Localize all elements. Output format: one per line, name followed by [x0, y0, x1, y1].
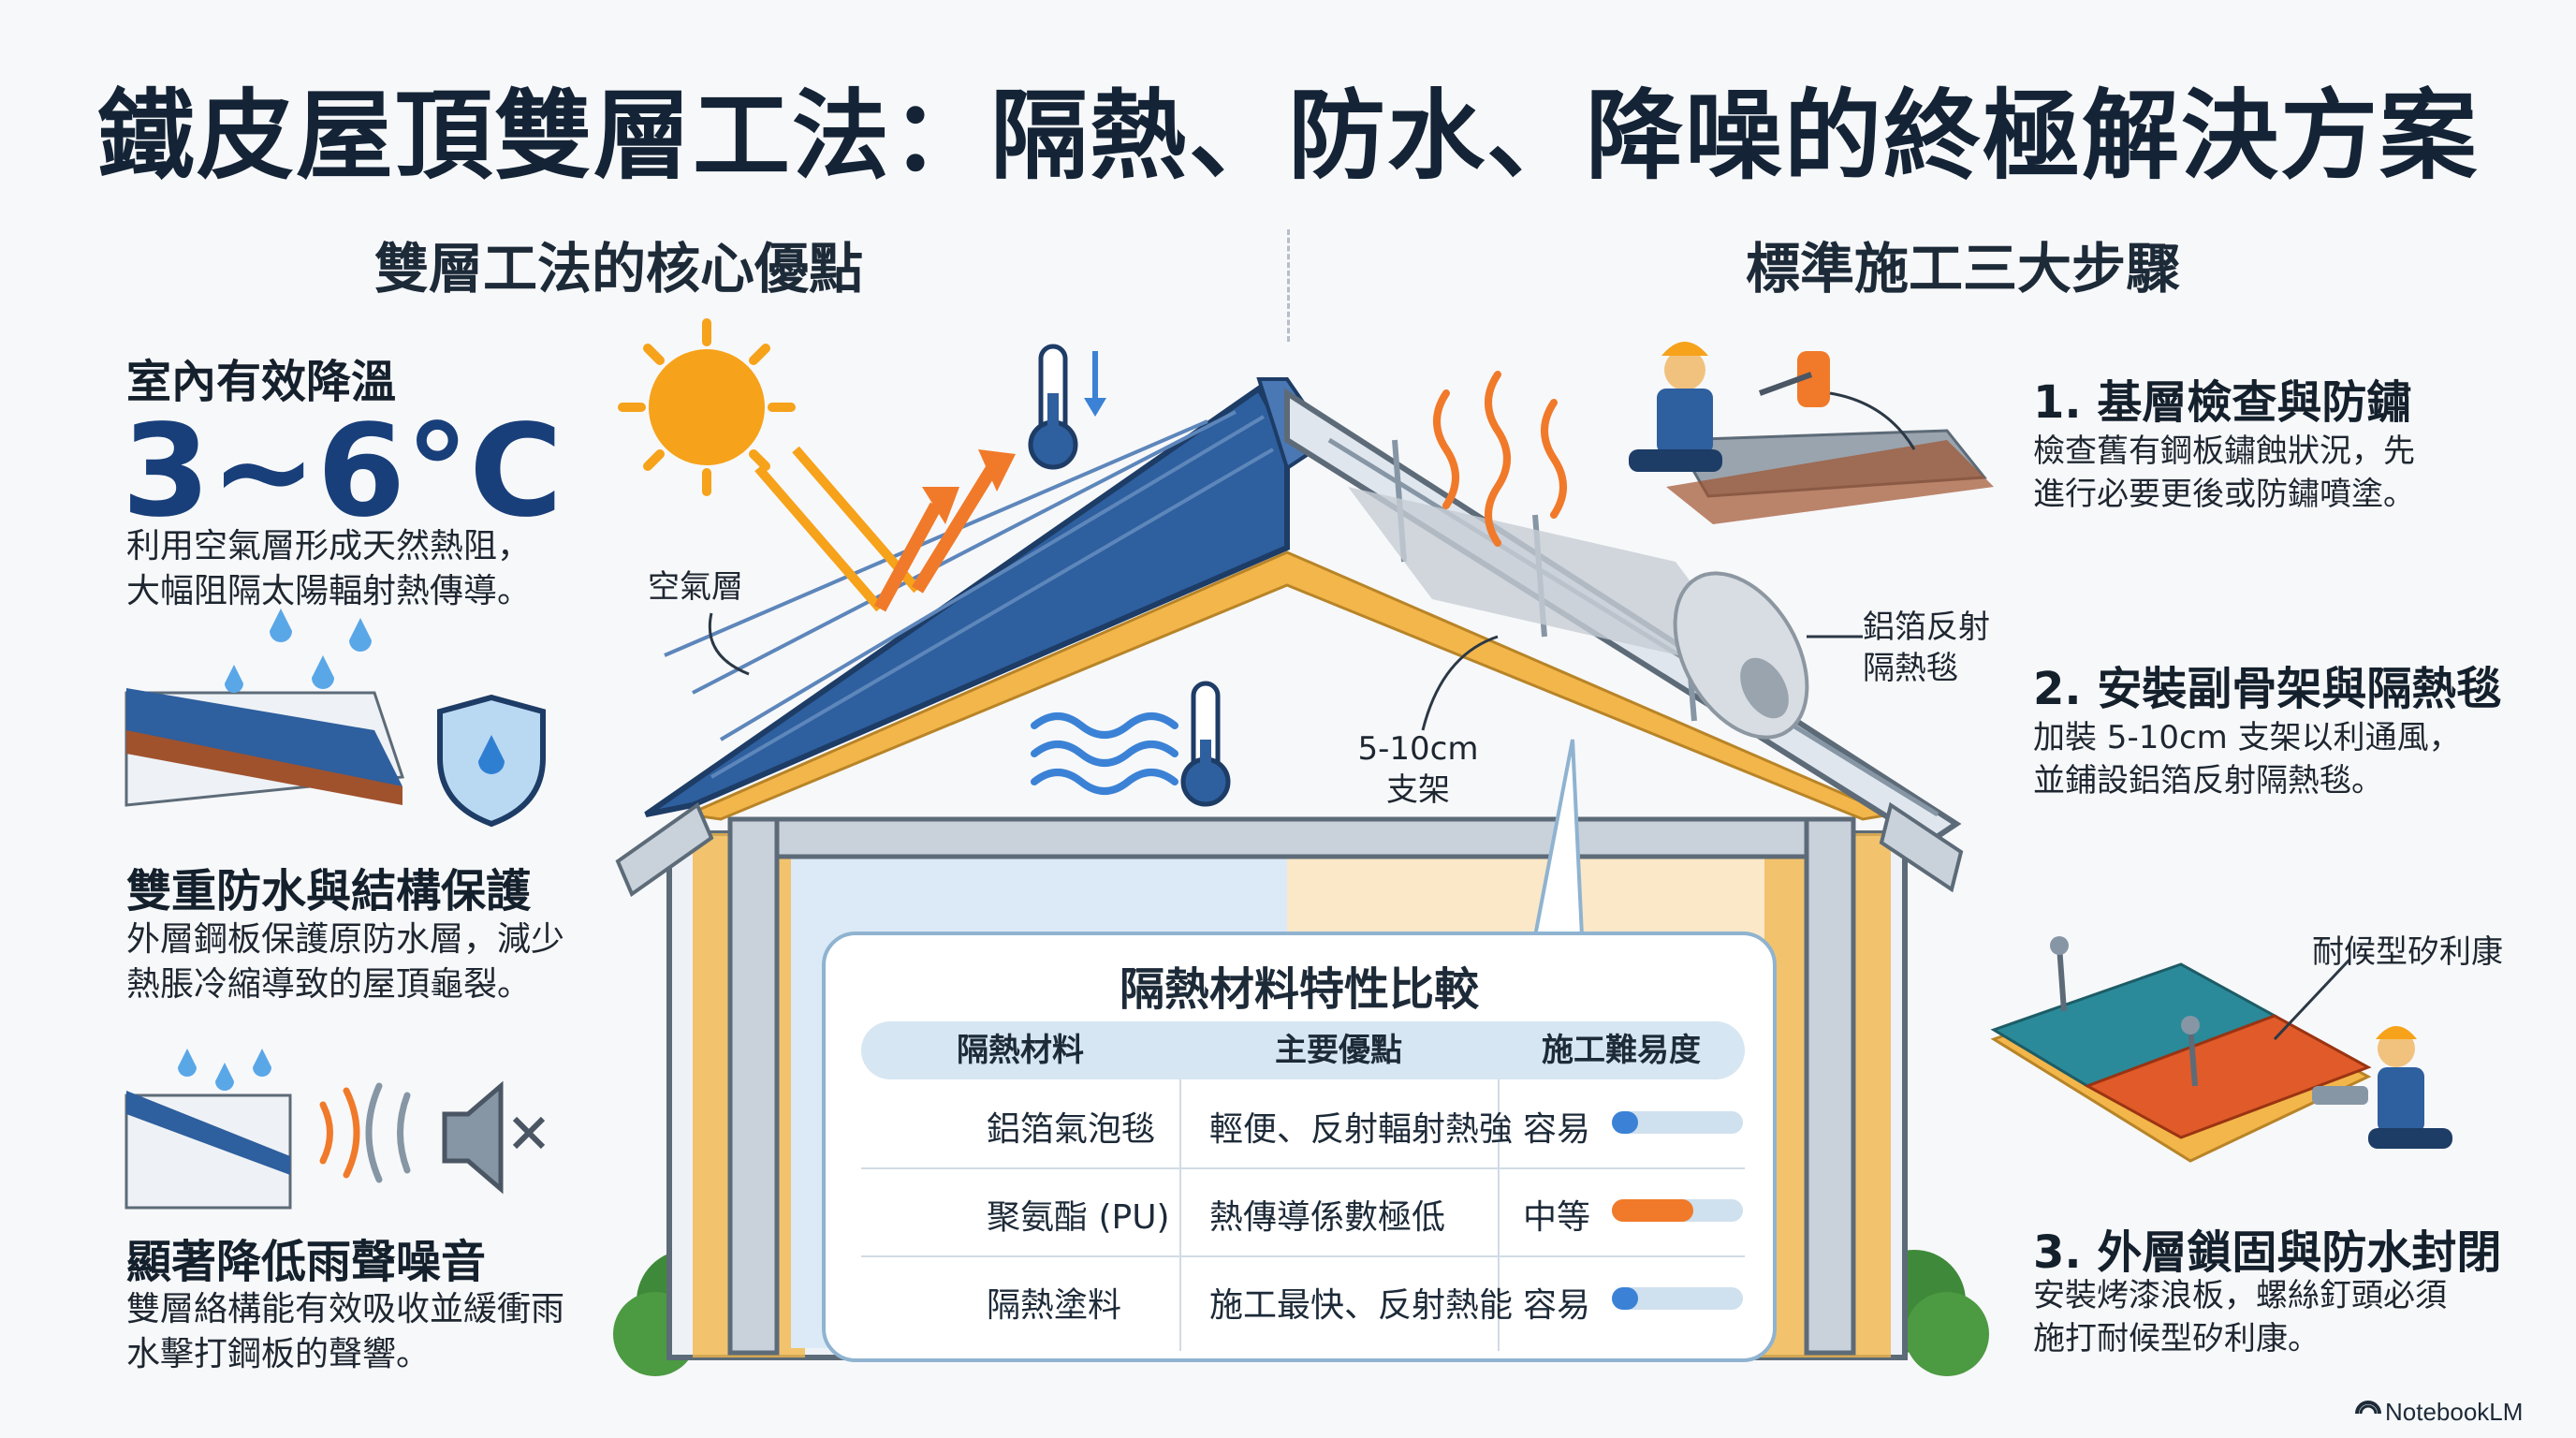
table-cell-advantage: 熱傳導係數極低 — [1209, 1198, 1446, 1237]
table-row-divider — [861, 1167, 1745, 1169]
table-header-material: 隔熱材料 — [957, 1032, 1084, 1069]
callout-silicone: 耐候型矽利康 — [2312, 933, 2503, 971]
advantage-desc-cooling-line1: 利用空氣層形成天然熱阻， — [126, 527, 532, 565]
callout-leader-lines — [708, 612, 1863, 731]
callout-foil-line2: 隔熱毯 — [1863, 650, 1958, 687]
temperature-drop-stat: 3~6°C — [122, 398, 564, 546]
table-header-advantage: 主要優點 — [1275, 1032, 1402, 1069]
advantage-desc-noise-line2: 水擊打鋼板的聲響。 — [126, 1335, 431, 1373]
step-2-title: 2. 安裝副骨架與隔熱毯 — [2033, 663, 2502, 715]
advantage-title-noise: 顯著降低雨聲噪音 — [126, 1236, 487, 1288]
callout-air-layer: 空氣層 — [648, 568, 743, 606]
speaker-muted-icon — [442, 1080, 546, 1195]
step-2-desc-line1: 加裝 5-10cm 支架以利通風， — [2033, 719, 2461, 756]
thermometer-down-icon — [1028, 344, 1106, 470]
difficulty-bar-fill — [1612, 1199, 1693, 1222]
table-cell-difficulty: 容易 — [1523, 1286, 1591, 1325]
callout-bracket-label: 支架 — [1386, 771, 1450, 809]
advantage-desc-waterproof-line2: 熱脹冷縮導致的屋頂龜裂。 — [126, 965, 532, 1004]
step-1-desc-line2: 進行必要更後或防鏽噴塗。 — [2033, 476, 2415, 513]
table-column-divider — [1498, 1079, 1500, 1351]
step-3-title: 3. 外層鎖固與防水封閉 — [2033, 1226, 2502, 1279]
table-cell-material: 聚氨酯 (PU) — [987, 1198, 1170, 1237]
advantage-title-cooling: 室內有效降溫 — [126, 356, 397, 408]
aluminum-foil-roll — [1348, 487, 1809, 740]
table-title: 隔熱材料特性比較 — [1119, 963, 1479, 1016]
water-shield-icon — [437, 694, 546, 828]
cool-air-waves-icon — [1031, 712, 1178, 795]
table-column-divider — [1179, 1079, 1181, 1351]
callout-bracket-size: 5-10cm — [1357, 730, 1479, 768]
brand-label: NotebookLM — [2385, 1398, 2524, 1426]
sound-waves-icon — [319, 1082, 411, 1183]
table-cell-difficulty: 容易 — [1523, 1110, 1591, 1149]
step-1-title: 1. 基層檢查與防鏽 — [2033, 376, 2412, 429]
material-comparison-table: 隔熱材料特性比較 隔熱材料 主要優點 施工難易度 鋁箔氣泡毯 輕便、反射輻射熱強… — [822, 932, 1777, 1362]
table-header-difficulty: 施工難易度 — [1542, 1032, 1701, 1069]
table-row-divider — [861, 1255, 1745, 1257]
sun-icon — [618, 318, 796, 496]
step3-outer-sheet-illustration — [1990, 936, 2452, 1163]
advantage-title-waterproof: 雙重防水與結構保護 — [126, 865, 532, 917]
difficulty-bar-track — [1612, 1199, 1743, 1222]
step-2-desc-line2: 並鋪設鋁箔反射隔熱毯。 — [2033, 762, 2383, 800]
right-section-heading: 標準施工三大步驟 — [1746, 237, 2181, 301]
step-1-desc-line1: 檢查舊有鋼板鏽蝕狀況，先 — [2033, 433, 2415, 470]
solar-reflection-arrows-icon — [754, 446, 1016, 612]
table-cell-material: 鋁箔氣泡毯 — [987, 1110, 1156, 1149]
section-divider — [1287, 229, 1290, 342]
heat-waves-icon — [1433, 371, 1567, 547]
callout-foil-line1: 鋁箔反射 — [1863, 609, 1990, 646]
difficulty-bar-fill — [1612, 1111, 1638, 1134]
roof-insulation-layer — [682, 550, 1896, 821]
advantage-desc-noise-line1: 雙層絡構能有效吸收並緩衝雨 — [126, 1290, 565, 1328]
table-cell-advantage: 施工最快、反射熱能 — [1209, 1286, 1514, 1325]
roof-eave-right — [1879, 801, 1964, 893]
table-cell-difficulty: 中等 — [1523, 1198, 1591, 1237]
roof-eave-left — [615, 801, 714, 898]
difficulty-bar-track — [1612, 1111, 1743, 1134]
advantage-desc-cooling-line2: 大幅阻隔太陽輻射熱傳導。 — [126, 572, 532, 610]
main-title: 鐵皮屋頂雙層工法：隔熱、防水、降噪的終極解決方案 — [96, 79, 2479, 193]
gutter-rain-illustration — [124, 609, 405, 807]
notebooklm-logo-icon — [2355, 1401, 2381, 1415]
roof-rain-illustration — [124, 1049, 292, 1210]
roof-left-outer-sheet — [644, 377, 1332, 817]
left-section-heading: 雙層工法的核心優點 — [374, 237, 864, 301]
table-cell-material: 隔熱塗料 — [987, 1286, 1122, 1325]
step-3-desc-line2: 施打耐候型矽利康。 — [2033, 1320, 2320, 1357]
step-3-desc-line1: 安裝烤漆浪板，螺絲釘頭必須 — [2033, 1277, 2447, 1314]
table-header-row: 隔熱材料 主要優點 施工難易度 — [861, 1021, 1745, 1079]
difficulty-bar-fill — [1612, 1287, 1638, 1310]
step1-rust-spray-illustration — [1629, 342, 1994, 524]
table-cell-advantage: 輕便、反射輻射熱強 — [1209, 1110, 1514, 1149]
indoor-thermometer-icon — [1180, 681, 1231, 807]
advantage-desc-waterproof-line1: 外層鋼板保護原防水層，減少 — [126, 920, 565, 959]
difficulty-bar-track — [1612, 1287, 1743, 1310]
